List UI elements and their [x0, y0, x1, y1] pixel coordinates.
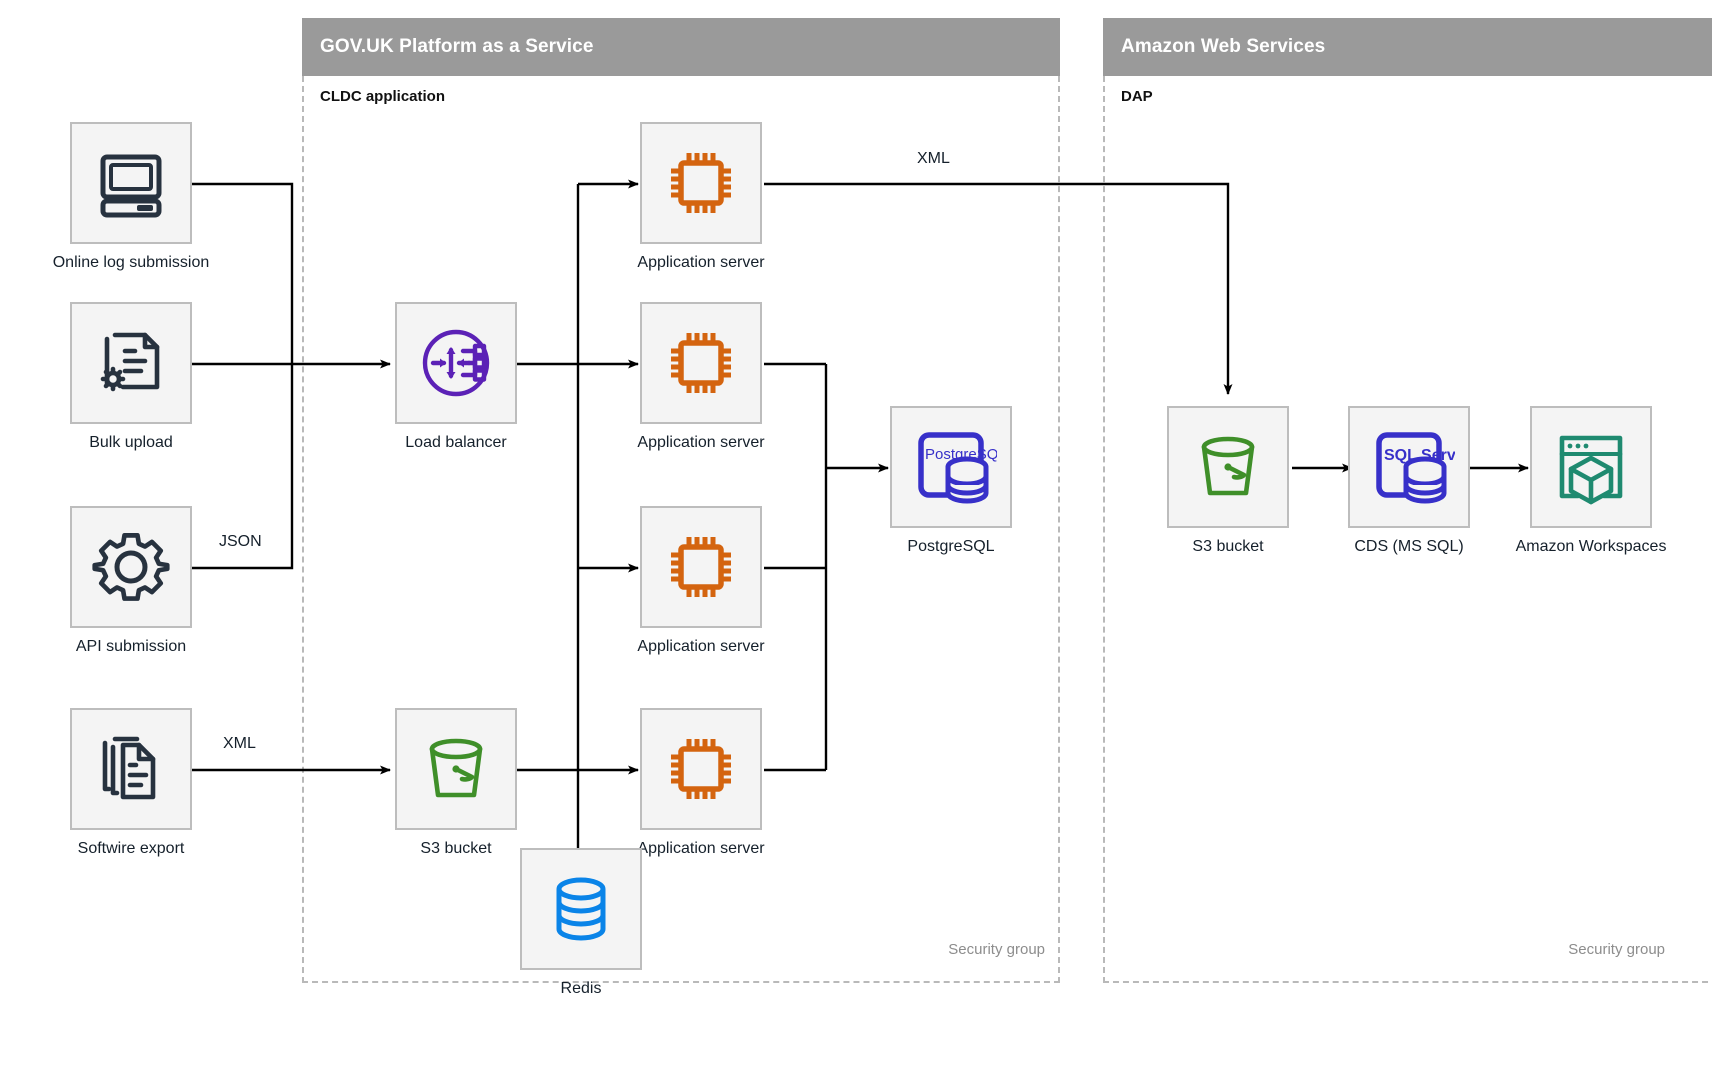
cpu-chip-icon: [659, 727, 743, 811]
sql-server-icon: SQL Server: [1363, 421, 1455, 513]
node-label-application-server-4: Application server: [637, 840, 765, 857]
group-boundary-paas: [302, 76, 1060, 983]
group-sublabel-dap: DAP: [1121, 88, 1153, 105]
node-api-submission[interactable]: [70, 506, 192, 628]
document-stack-icon: [93, 731, 169, 807]
node-application-server-2[interactable]: [640, 302, 762, 424]
cpu-chip-icon: [659, 321, 743, 405]
node-cds-ms-sql[interactable]: SQL Server: [1348, 406, 1470, 528]
node-label-load-balancer: Load balancer: [405, 434, 507, 451]
node-label-s3-bucket-paas: S3 bucket: [420, 840, 492, 857]
edge-label-xml-appserver: XML: [912, 150, 955, 168]
cpu-chip-icon: [659, 141, 743, 225]
node-bulk-upload[interactable]: [70, 302, 192, 424]
s3-bucket-icon: [1186, 425, 1270, 509]
node-amazon-workspaces[interactable]: [1530, 406, 1652, 528]
node-label-application-server-1: Application server: [637, 254, 765, 271]
postgresql-icon: PostgreSQL: [905, 421, 997, 513]
node-label-bulk-upload: Bulk upload: [89, 434, 173, 451]
node-label-postgresql: PostgreSQL: [907, 538, 995, 555]
security-group-label-aws: Security group: [1568, 941, 1665, 958]
load-balancer-icon: [413, 320, 499, 406]
node-application-server-4[interactable]: [640, 708, 762, 830]
group-header-aws: Amazon Web Services: [1103, 18, 1712, 76]
group-title-paas: GOV.UK Platform as a Service: [320, 36, 594, 57]
node-s3-bucket-aws[interactable]: [1167, 406, 1289, 528]
amazon-workspaces-icon: [1550, 426, 1632, 508]
edge-label-json: JSON: [214, 533, 267, 551]
node-label-online-log-submission: Online log submission: [52, 254, 210, 271]
node-softwire-export[interactable]: [70, 708, 192, 830]
node-label-application-server-2: Application server: [637, 434, 765, 451]
group-title-aws: Amazon Web Services: [1121, 36, 1326, 57]
node-postgresql[interactable]: PostgreSQL: [890, 406, 1012, 528]
cpu-chip-icon: [659, 525, 743, 609]
node-label-redis: Redis: [560, 980, 602, 997]
node-label-amazon-workspaces: Amazon Workspaces: [1515, 538, 1667, 555]
edge-label-xml-softwire: XML: [218, 735, 261, 753]
node-s3-bucket-paas[interactable]: [395, 708, 517, 830]
node-label-api-submission: API submission: [75, 638, 187, 655]
node-application-server-3[interactable]: [640, 506, 762, 628]
node-label-application-server-3: Application server: [637, 638, 765, 655]
redis-database-icon: [545, 873, 617, 945]
security-group-label-paas: Security group: [948, 941, 1045, 958]
group-sublabel-cldc: CLDC application: [320, 88, 446, 105]
node-label-softwire-export: Softwire export: [77, 840, 185, 857]
node-application-server-1[interactable]: [640, 122, 762, 244]
gear-icon: [91, 527, 171, 607]
group-header-paas: GOV.UK Platform as a Service: [302, 18, 1060, 76]
desktop-computer-icon: [93, 145, 169, 221]
node-load-balancer[interactable]: [395, 302, 517, 424]
s3-bucket-icon: [414, 727, 498, 811]
document-gear-icon: [93, 325, 169, 401]
node-redis[interactable]: [520, 848, 642, 970]
group-boundary-aws: [1103, 76, 1712, 983]
node-online-log-submission[interactable]: [70, 122, 192, 244]
node-label-s3-bucket-aws: S3 bucket: [1192, 538, 1264, 555]
node-label-cds-ms-sql: CDS (MS SQL): [1354, 538, 1464, 555]
